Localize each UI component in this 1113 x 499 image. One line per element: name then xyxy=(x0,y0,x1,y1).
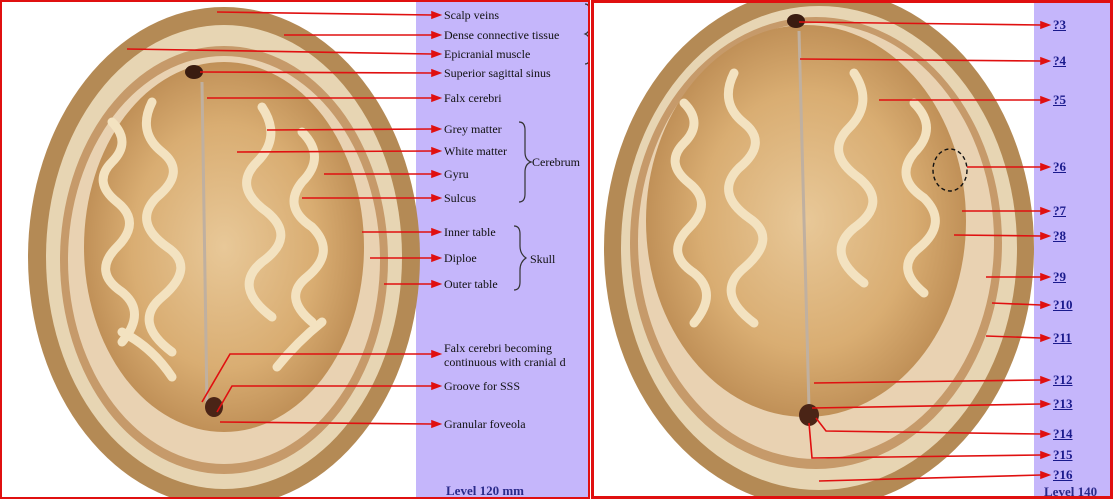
label-falx-cerebri: Falx cerebri xyxy=(444,92,502,105)
question-label-10[interactable]: ?10 xyxy=(1053,298,1073,312)
question-label-4[interactable]: ?4 xyxy=(1053,54,1066,68)
label-groove-sss: Groove for SSS xyxy=(444,380,520,393)
question-label-9[interactable]: ?9 xyxy=(1053,270,1066,284)
label-falx-continuous-line2: continuous with cranial d xyxy=(444,356,566,369)
right-brain-image xyxy=(594,3,1113,499)
question-label-3[interactable]: ?3 xyxy=(1053,18,1066,32)
question-label-7[interactable]: ?7 xyxy=(1053,204,1066,218)
label-diploe: Diploe xyxy=(444,252,477,265)
label-outer-table: Outer table xyxy=(444,278,498,291)
question-label-16[interactable]: ?16 xyxy=(1053,468,1073,482)
question-label-13[interactable]: ?13 xyxy=(1053,397,1073,411)
question-label-11[interactable]: ?11 xyxy=(1053,331,1072,345)
label-falx-continuous-line1: Falx cerebri becoming xyxy=(444,342,552,355)
label-sulcus: Sulcus xyxy=(444,192,476,205)
label-white-matter: White matter xyxy=(444,145,507,158)
label-gyru: Gyru xyxy=(444,168,469,181)
question-label-12[interactable]: ?12 xyxy=(1053,373,1073,387)
group-cerebrum: Cerebrum xyxy=(532,155,580,170)
label-scalp-veins: Scalp veins xyxy=(444,9,499,22)
question-label-15[interactable]: ?15 xyxy=(1053,448,1073,462)
right-level-caption: Level 140 xyxy=(1044,484,1097,499)
right-sss xyxy=(787,14,805,28)
group-skull: Skull xyxy=(530,252,555,267)
label-epicranial-muscle: Epicranial muscle xyxy=(444,48,530,61)
label-grey-matter: Grey matter xyxy=(444,123,502,136)
label-inner-table: Inner table xyxy=(444,226,496,239)
question-label-14[interactable]: ?14 xyxy=(1053,427,1073,441)
left-panel: Scalp veins Dense connective tissue Epic… xyxy=(0,0,590,499)
question-label-5[interactable]: ?5 xyxy=(1053,93,1066,107)
left-level-caption: Level 120 mm xyxy=(446,483,524,499)
label-granular-foveola: Granular foveola xyxy=(444,418,526,431)
label-superior-sagittal-sinus: Superior sagittal sinus xyxy=(444,67,551,80)
label-dense-connective-tissue: Dense connective tissue xyxy=(444,29,559,42)
question-label-6[interactable]: ?6 xyxy=(1053,160,1066,174)
question-label-8[interactable]: ?8 xyxy=(1053,229,1066,243)
right-panel: ?3 ?4 ?5 ?6 ?7 ?8 ?9 ?10 ?11 ?12 ?13 ?14… xyxy=(591,0,1113,499)
